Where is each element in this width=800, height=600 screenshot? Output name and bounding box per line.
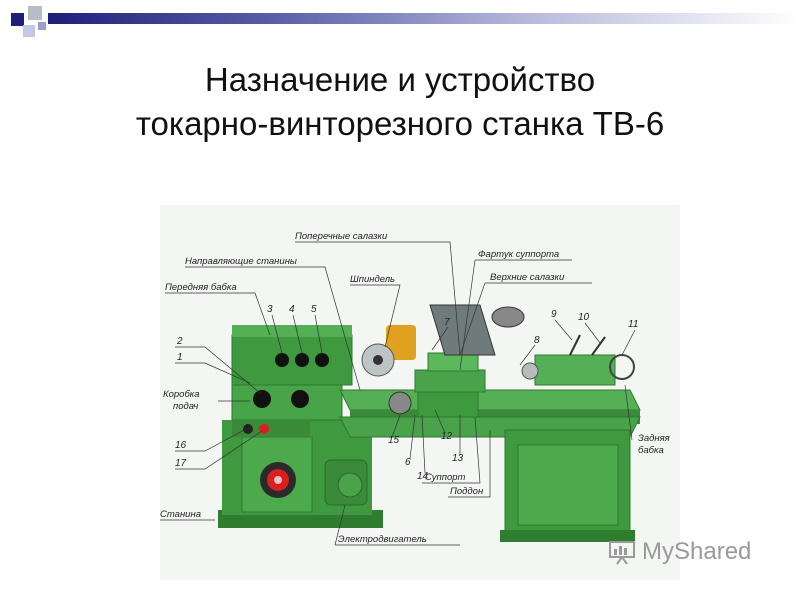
num-12: 12 [441,431,453,442]
right-pedestal-door [517,444,619,526]
lathe-diagram: Поперечные салазки Фартук суппорта Напра… [160,205,680,580]
leader-16 [175,428,247,452]
leader-fartuk [459,259,572,371]
label-poperechnye: Поперечные салазки [295,231,388,242]
num-9: 9 [551,309,557,320]
corner-square-lilac [23,25,35,37]
num-16: 16 [175,440,187,451]
label-napravl: Направляющие станины [185,256,297,267]
watermark: MyShared [608,538,751,566]
num-5: 5 [311,304,317,315]
leader-perednyaya [165,292,271,336]
control-switch [243,424,253,434]
leader-1 [175,362,251,384]
num-4: 4 [289,304,295,315]
leader-10 [584,322,601,344]
watermark-text: MyShared [642,538,752,565]
headstock-knob-5 [315,353,329,367]
corner-square-gray [28,6,42,20]
label-korobka-1: Коробка [163,389,200,400]
motor-end [337,472,363,498]
label-zadnyaya-1: Задняя [638,433,670,444]
leader-4 [292,314,303,354]
apron [417,391,479,418]
num-7: 7 [444,317,450,328]
num-1: 1 [177,352,183,363]
tailstock-lever-9 [569,334,581,356]
label-fartuk: Фартук суппорта [478,249,559,260]
leader-napravl [185,266,361,391]
leader-9 [554,319,573,341]
num-3: 3 [267,304,273,315]
label-motor: Электродвигатель [338,534,427,545]
leader-support [422,416,481,484]
motor-pulley-hub [274,476,282,484]
apron-handwheel [388,391,412,415]
header-gradient-bar [48,13,800,24]
feed-knob-1 [253,390,271,408]
tailstock-center [521,362,539,380]
num-6: 6 [405,457,411,468]
slide-title: Назначение и устройство токарно-винторез… [0,58,800,146]
leader-8 [519,344,536,366]
num-14: 14 [417,471,429,482]
leader-shpindel [350,284,401,348]
label-shpindel: Шпиндель [350,274,395,285]
title-line-2: токарно-винторезного станка ТВ-6 [135,105,665,142]
lathe-svg: Поперечные салазки Фартук суппорта Напра… [160,231,670,546]
leader-14 [421,414,426,474]
carriage [414,369,486,393]
leader-6 [409,414,416,460]
spindle-guard [386,325,416,360]
label-zadnyaya-2: бабка [638,445,664,456]
label-poddon: Поддон [450,486,484,497]
num-15: 15 [388,435,400,446]
num-17: 17 [175,458,187,469]
control-red-button [259,424,269,434]
work-lamp [491,306,525,328]
num-8: 8 [534,335,540,346]
leader-3 [271,314,283,354]
corner-square-dark [11,13,24,26]
leader-17 [175,430,263,470]
leader-poperechnye [295,241,461,356]
label-verhnie: Верхние салазки [490,272,565,283]
label-korobka-2: подач [173,401,198,412]
leader-zadnyaya [624,384,633,441]
leader-5 [314,314,323,354]
leader-11 [621,329,636,356]
leader-2 [175,346,261,394]
leader-15 [391,414,401,438]
leader-poddon [448,430,491,498]
headstock-top [232,325,352,337]
leader-verhnie [459,282,592,356]
leader-7 [431,326,449,351]
spindle-center [373,355,383,365]
label-perednyaya: Передняя бабка [165,282,237,293]
feed-box [231,384,343,421]
feed-knob-2 [291,390,309,408]
num-10: 10 [578,312,590,323]
label-support: Суппорт [425,472,466,483]
cross-slide [427,352,479,372]
headstock-knob-3 [275,353,289,367]
headstock [231,334,353,386]
tailstock [534,354,616,386]
leader-motor [334,504,460,546]
title-line-1: Назначение и устройство [204,61,596,98]
presentation-board-icon [609,541,635,565]
num-11: 11 [628,319,638,330]
leader-12 [434,409,446,434]
lathe-bed [339,389,641,411]
label-stanina: Станина [160,509,201,520]
right-base [500,530,635,542]
control-panel [232,421,310,437]
tailstock-lever-10 [591,336,606,356]
corner-square-small [38,22,46,30]
headstock-knob-4 [295,353,309,367]
num-2: 2 [176,336,183,347]
num-13: 13 [452,453,464,464]
